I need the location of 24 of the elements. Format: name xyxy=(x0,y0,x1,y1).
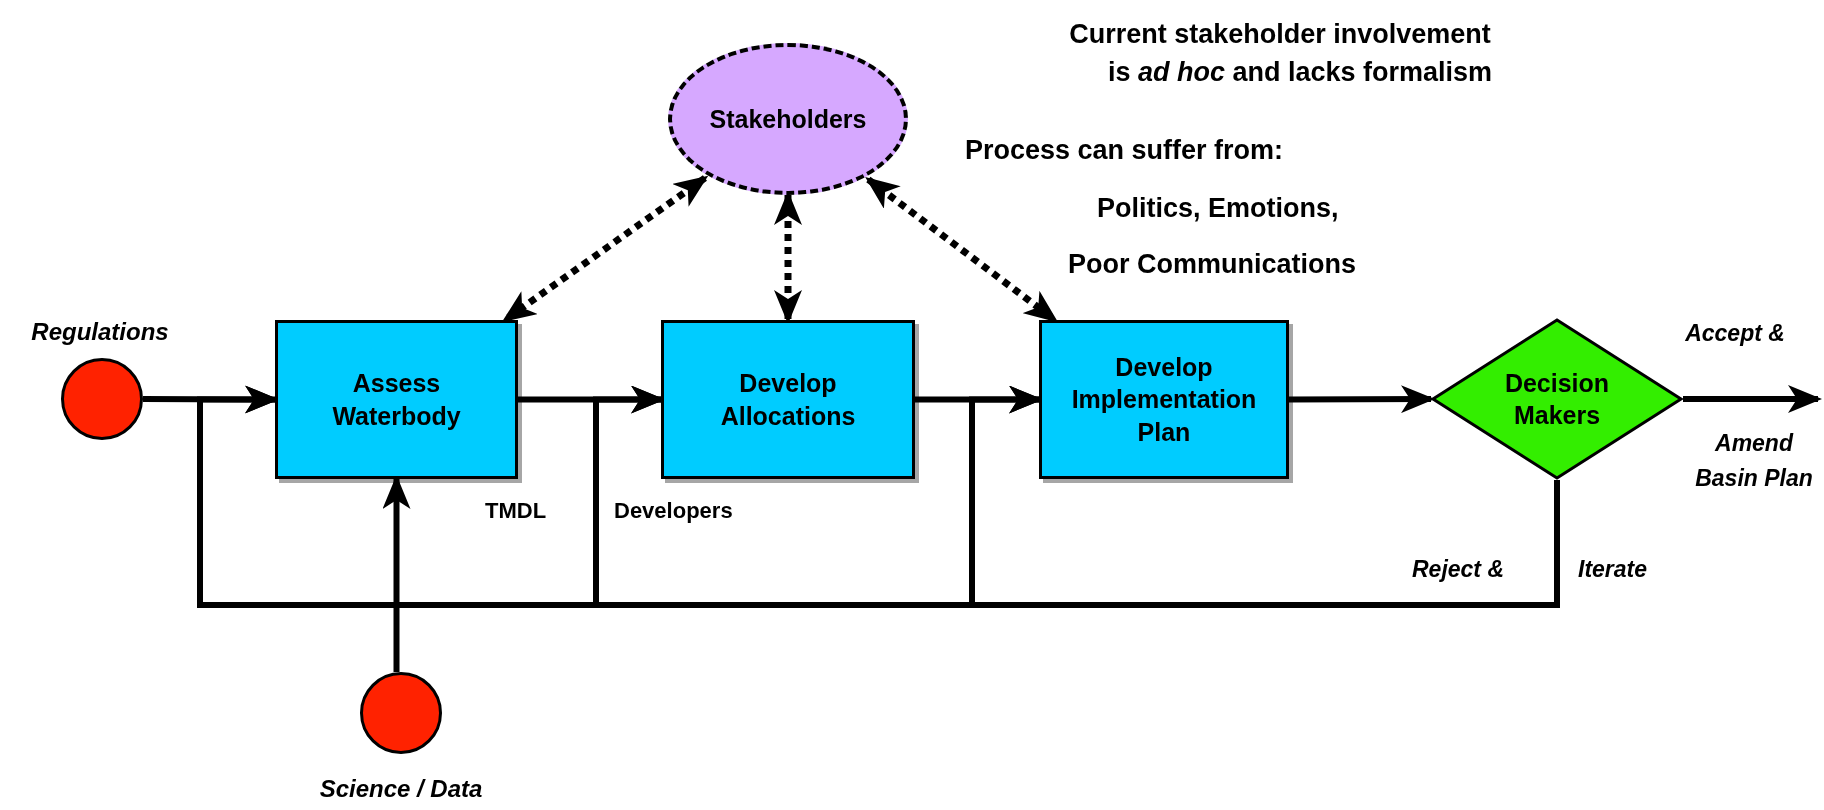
input-label: Science / Data xyxy=(318,775,484,803)
node-label: Decision Makers xyxy=(1503,367,1611,431)
node-label: Assess Waterbody xyxy=(331,368,462,432)
note-text: Reject & xyxy=(1412,555,1506,584)
node-label: Stakeholders xyxy=(708,103,868,135)
arrow xyxy=(969,385,1560,608)
note-text: Developers xyxy=(614,497,734,525)
node-label: Develop Implementation Plan xyxy=(1070,351,1258,448)
note-text: Current stakeholder involvement xyxy=(1068,18,1492,51)
note-text: is ad hoc and lacks formalism xyxy=(1106,56,1494,89)
note-text: Politics, Emotions, xyxy=(1097,192,1340,225)
process-box xyxy=(661,320,915,479)
arrow xyxy=(1683,385,1822,413)
note-text: Amend Basin Plan xyxy=(1694,429,1814,493)
input-label: Regulations xyxy=(30,318,170,346)
note-text: Process can suffer from: xyxy=(965,134,1285,167)
note-text: Accept & xyxy=(1684,319,1786,348)
note-text: TMDL xyxy=(485,497,548,525)
process-box xyxy=(275,320,518,479)
note-text: Poor Communications xyxy=(1068,248,1358,281)
node-label: Develop Allocations xyxy=(719,368,857,432)
decision-diamond xyxy=(1431,318,1683,480)
process-box xyxy=(1039,320,1289,479)
note-text: Iterate xyxy=(1578,555,1649,584)
